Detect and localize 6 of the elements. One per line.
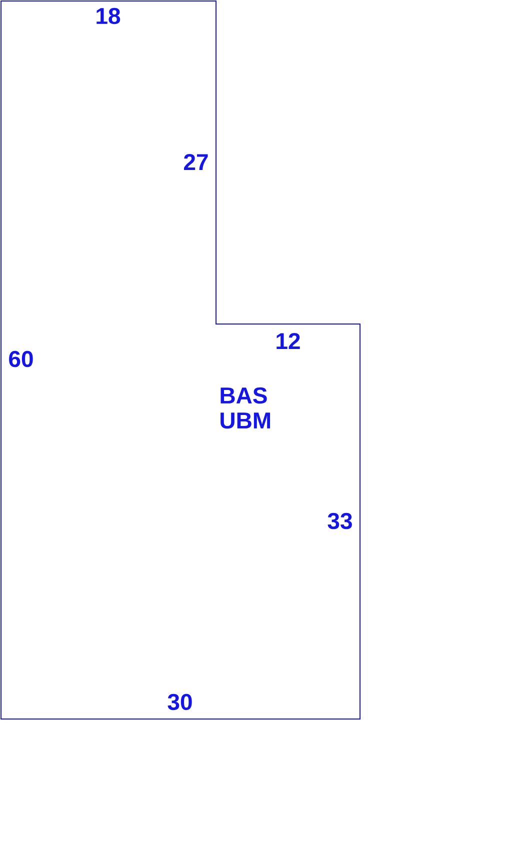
dimension-label: 33 bbox=[328, 512, 352, 530]
dimension-label: 27 bbox=[184, 154, 208, 170]
dimension-label: 18 bbox=[96, 8, 120, 24]
dimension-label: 12 bbox=[276, 332, 300, 350]
dimension-label: 60 bbox=[9, 350, 33, 368]
dimension-label: 30 bbox=[168, 694, 192, 710]
